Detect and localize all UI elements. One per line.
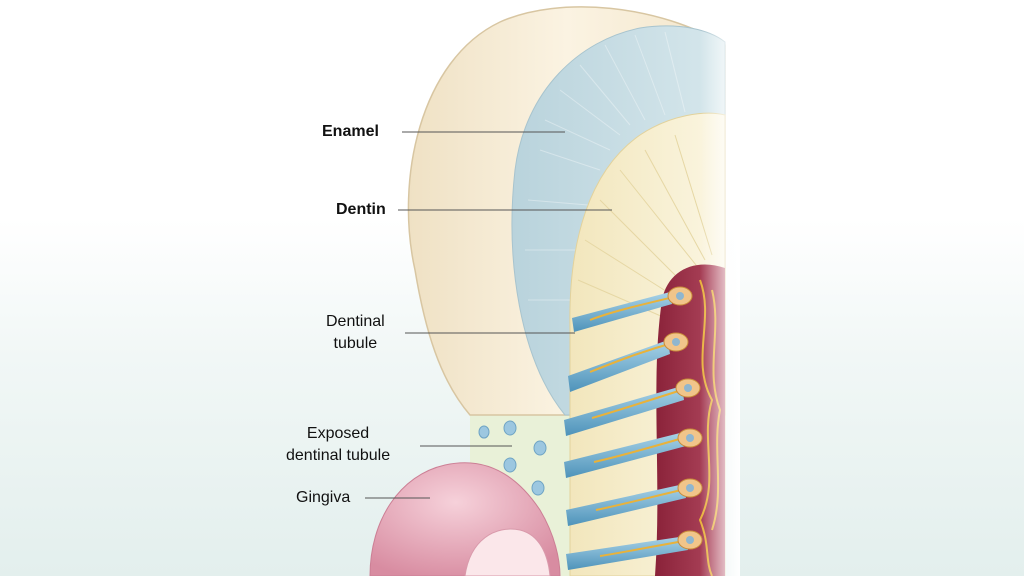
gingiva-label: Gingiva	[296, 489, 351, 506]
leader-lines	[365, 131, 612, 499]
exposed-tubule-label-line1: Exposed	[306, 425, 370, 442]
dentin-label: Dentin	[336, 201, 386, 218]
dentinal-tubule-label: Dentinal tubule	[326, 311, 385, 355]
tubule-5	[566, 484, 686, 526]
enamel-label: Enamel	[322, 123, 379, 140]
right-fade	[700, 0, 740, 576]
enamel-texture	[525, 31, 686, 301]
exposed-tubule-label-line2: dentinal tubule	[286, 447, 391, 464]
tubule-2	[568, 340, 670, 392]
tubule-1	[572, 292, 672, 332]
odontoblast-nuclei	[672, 292, 694, 544]
exposed-tubule-label: Exposed dentinal tubule	[286, 423, 390, 467]
dentin-texture	[577, 134, 713, 321]
dentinal-tubule-label-line1: Dentinal	[326, 313, 385, 330]
tubule-6	[566, 536, 688, 570]
gingiva-crest	[464, 528, 551, 576]
dentinal-tubule-label-line2: tubule	[333, 335, 378, 352]
